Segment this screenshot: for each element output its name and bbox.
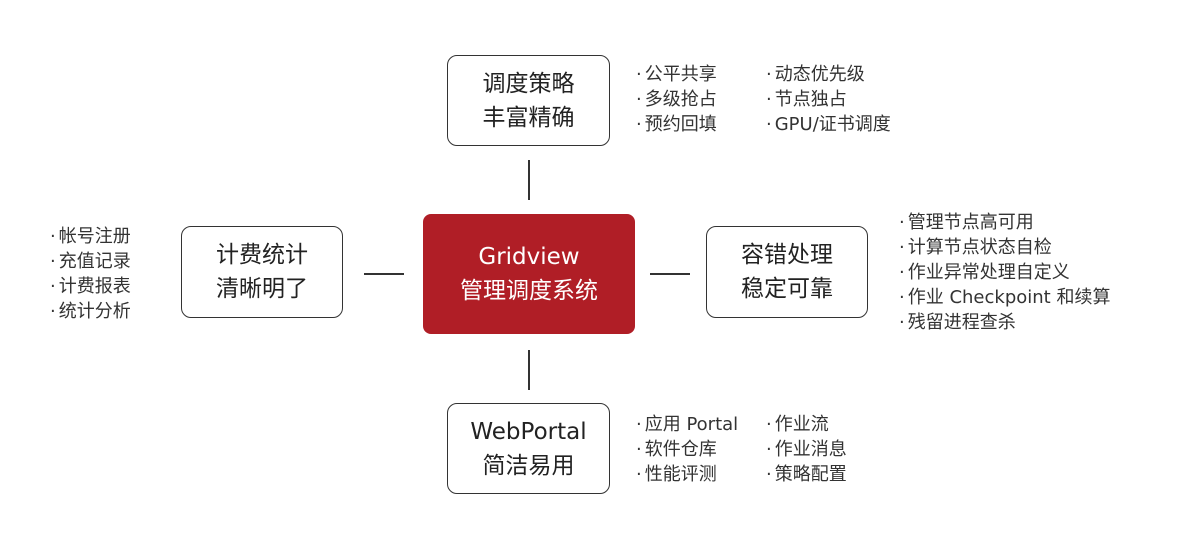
list-item: 公平共享	[636, 62, 717, 87]
list-item: 残留进程查杀	[899, 310, 1110, 335]
list-item: 性能评测	[636, 462, 738, 487]
bottom-features-col2: 作业流 作业消息 策略配置	[766, 412, 847, 487]
top-node-line2: 丰富精确	[482, 104, 575, 131]
center-subtitle: 管理调度系统	[460, 278, 598, 304]
list-item: 帐号注册	[50, 224, 131, 249]
list-item: 计费报表	[50, 274, 131, 299]
top-node-line1: 调度策略	[482, 70, 575, 97]
list-item: 动态优先级	[766, 62, 891, 87]
list-item: GPU/证书调度	[766, 112, 891, 137]
bottom-node-line1: WebPortal	[470, 418, 587, 445]
top-features-col2: 动态优先级 节点独占 GPU/证书调度	[766, 62, 891, 137]
list-item: 软件仓库	[636, 437, 738, 462]
bottom-features-col1: 应用 Portal 软件仓库 性能评测	[636, 412, 738, 487]
bottom-node-line2: 简洁易用	[482, 452, 575, 479]
list-item: 多级抢占	[636, 87, 717, 112]
right-node-line1: 容错处理	[741, 242, 833, 268]
list-item: 作业异常处理自定义	[899, 260, 1110, 285]
top-node: 调度策略 丰富精确	[447, 55, 610, 146]
list-item: 作业流	[766, 412, 847, 437]
list-item: 节点独占	[766, 87, 891, 112]
list-item: 统计分析	[50, 299, 131, 324]
list-item: 作业消息	[766, 437, 847, 462]
list-item: 计算节点状态自检	[899, 235, 1110, 260]
connector-right	[650, 273, 690, 275]
top-features-col1: 公平共享 多级抢占 预约回填	[636, 62, 717, 137]
left-node-line1: 计费统计	[216, 242, 308, 268]
bottom-node: WebPortal 简洁易用	[447, 403, 610, 494]
connector-left	[364, 273, 404, 275]
left-node-line2: 清晰明了	[216, 276, 308, 302]
connector-bottom	[528, 350, 530, 390]
list-item: 管理节点高可用	[899, 210, 1110, 235]
center-title: Gridview	[478, 244, 580, 270]
list-item: 策略配置	[766, 462, 847, 487]
right-node: 容错处理 稳定可靠	[706, 226, 868, 318]
list-item: 应用 Portal	[636, 412, 738, 437]
right-features: 管理节点高可用 计算节点状态自检 作业异常处理自定义 作业 Checkpoint…	[899, 210, 1111, 335]
list-item: 预约回填	[636, 112, 717, 137]
left-node: 计费统计 清晰明了	[181, 226, 343, 318]
connector-top	[528, 160, 530, 200]
list-item: 充值记录	[50, 249, 131, 274]
left-features: 帐号注册 充值记录 计费报表 统计分析	[50, 224, 131, 324]
list-item: 作业 Checkpoint 和续算	[899, 285, 1111, 310]
right-node-line2: 稳定可靠	[741, 276, 833, 302]
center-node: Gridview 管理调度系统	[423, 214, 635, 334]
